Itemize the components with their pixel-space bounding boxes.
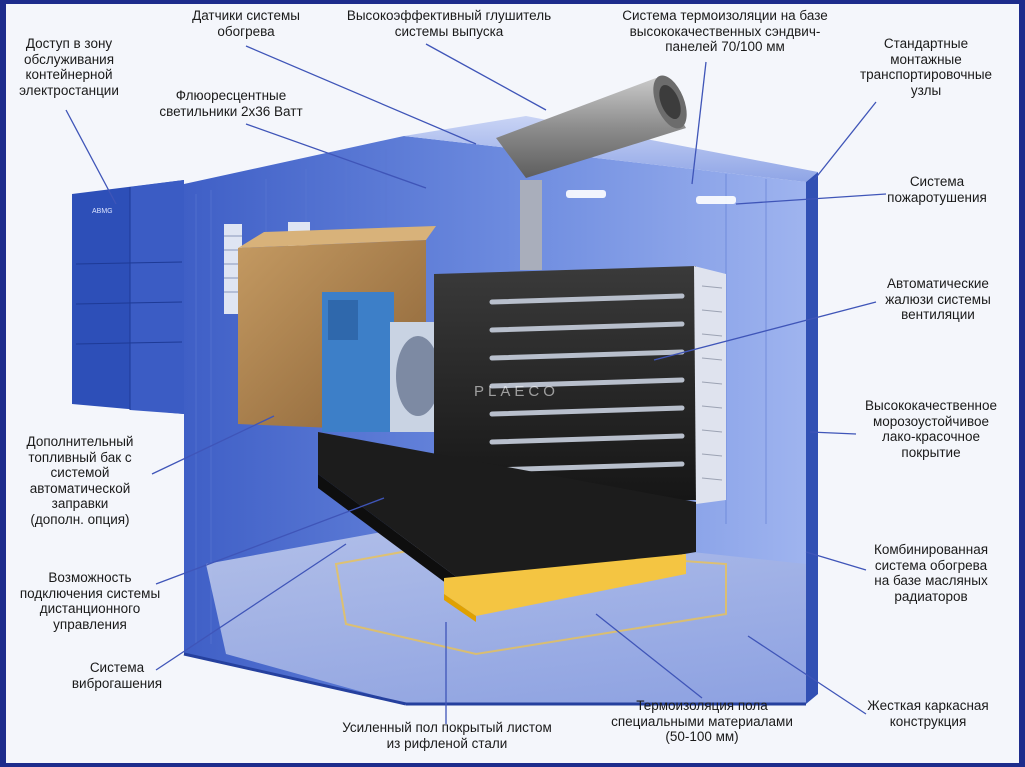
label-muffler: Высокоэффективный глушитель системы выпу… [346, 8, 552, 39]
label-louvres: Автоматические жалюзи системы вентиляции [885, 276, 991, 322]
label-insulation: Система термоизоляции на базе высококаче… [622, 8, 828, 54]
leader-lines [65, 43, 887, 724]
ceiling-lamps [566, 190, 736, 204]
label-paint: Высококачественное морозоустойчивое лако… [864, 398, 998, 460]
exhaust-muffler [496, 75, 687, 270]
label-heating-sensors: Датчики системы обогрева [192, 8, 300, 39]
label-floor-insulation: Термоизоляция пола специальными материал… [611, 698, 793, 744]
label-heating: Комбинированная система обогрева на базе… [873, 542, 989, 604]
label-access-zone: Доступ в зону обслуживания контейнерной … [19, 36, 119, 98]
label-floor: Усиленный пол покрытый листом из рифлено… [342, 720, 552, 751]
label-vibration: Система виброгашения [71, 660, 163, 691]
label-lamps: Флюоресцентные светильники 2х36 Ватт [159, 88, 303, 119]
watermark: PLAECO [474, 383, 559, 400]
base-frame [318, 432, 696, 622]
label-frame: Жесткая каркасная конструкция [867, 698, 989, 729]
label-fire-system: Система пожаротушения [887, 174, 987, 205]
radiator [434, 266, 726, 506]
label-extra-tank: Дополнительный топливный бак с системой … [26, 434, 134, 527]
container-door: ABMG [72, 180, 184, 414]
label-remote: Возможность подключения системы дистанци… [19, 570, 161, 632]
diagram-frame: ABMG [6, 4, 1019, 763]
container-genset-illustration: ABMG [65, 43, 887, 724]
door-label: ABMG [92, 208, 113, 215]
label-mounting: Стандартные монтажные транспортировочные… [859, 36, 993, 98]
